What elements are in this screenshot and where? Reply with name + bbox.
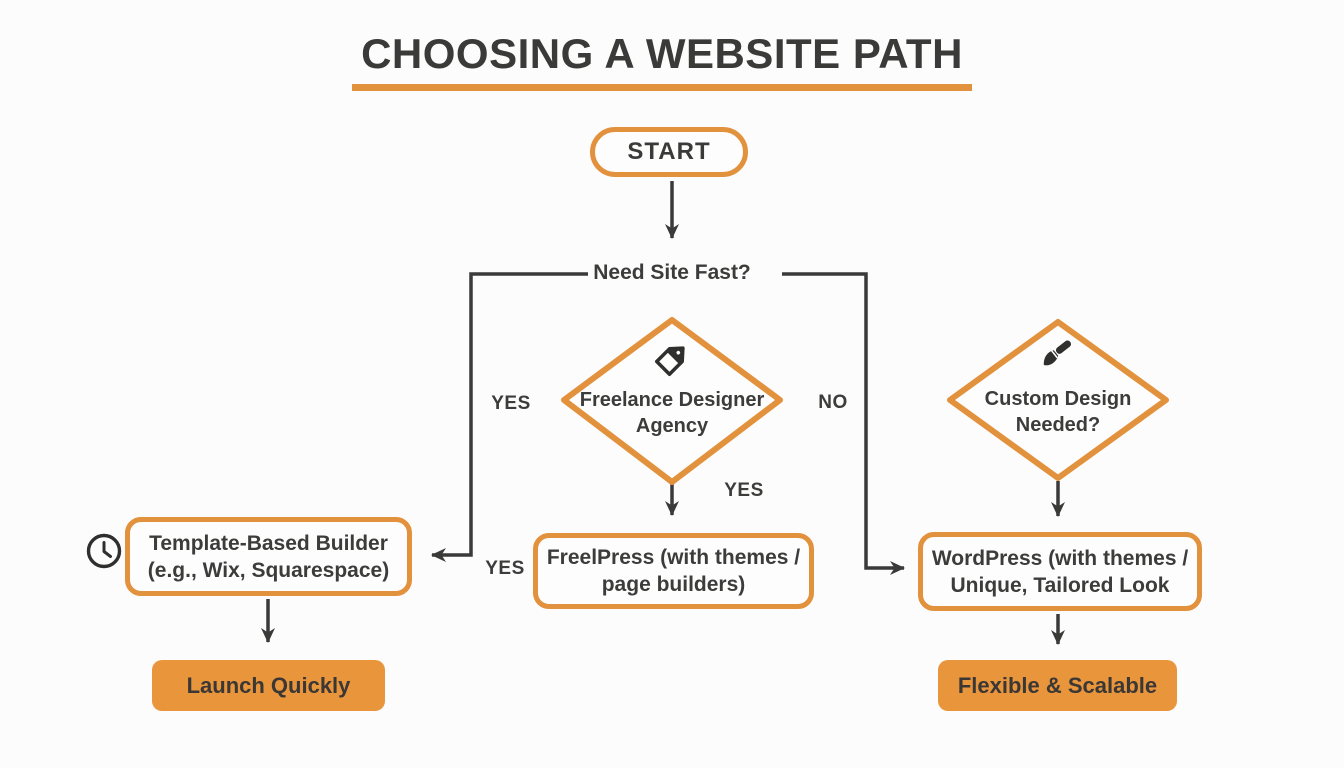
edge-label-no-right: NO (818, 392, 848, 413)
wordpress-line2: Unique, Tailored Look (950, 573, 1170, 597)
freelance-diamond-line2: Agency (635, 415, 709, 437)
title-underline (352, 84, 972, 91)
page-title: CHOOSING A WEBSITE PATH (361, 30, 963, 77)
launch-quickly-node: Launch Quickly (152, 660, 385, 711)
freelpress-node: FreelPress (with themes / page builders) (533, 533, 814, 609)
launch-quickly-label: Launch Quickly (186, 672, 351, 698)
custom-diamond-line1: Custom Design (984, 388, 1132, 410)
edge-label-yes-left: YES (491, 393, 531, 414)
tag-icon (654, 346, 685, 377)
wordpress-node: WordPress (with themes / Unique, Tailore… (918, 532, 1202, 611)
paintbrush-icon (1043, 340, 1072, 366)
start-node: START (590, 127, 748, 177)
wordpress-line1: WordPress (with themes / (931, 546, 1189, 570)
edge-label-yes-template: YES (485, 558, 525, 579)
flexible-scalable-label: Flexible & Scalable (957, 672, 1158, 698)
edge-label-yes-freelance: YES (724, 480, 764, 501)
freelance-diamond-text: Freelance Designer Agency (567, 387, 777, 439)
freelpress-line1: FreelPress (with themes / (546, 546, 801, 569)
freelpress-line2: page builders) (601, 573, 746, 596)
flexible-scalable-node: Flexible & Scalable (938, 660, 1177, 711)
template-builder-line2: (e.g., Wix, Squarespace) (147, 558, 390, 582)
start-label: START (627, 138, 711, 165)
template-builder-line1: Template-Based Builder (149, 531, 388, 555)
custom-diamond-line2: Needed? (1015, 414, 1101, 436)
clock-icon (86, 533, 122, 569)
custom-diamond-text: Custom Design Needed? (953, 386, 1163, 438)
connector-no-to-wordpress (782, 272, 905, 575)
freelance-diamond-line1: Freelance Designer (579, 389, 765, 411)
question-need-site-fast: Need Site Fast? (593, 261, 751, 284)
template-builder-node: Template-Based Builder (e.g., Wix, Squar… (125, 517, 412, 596)
